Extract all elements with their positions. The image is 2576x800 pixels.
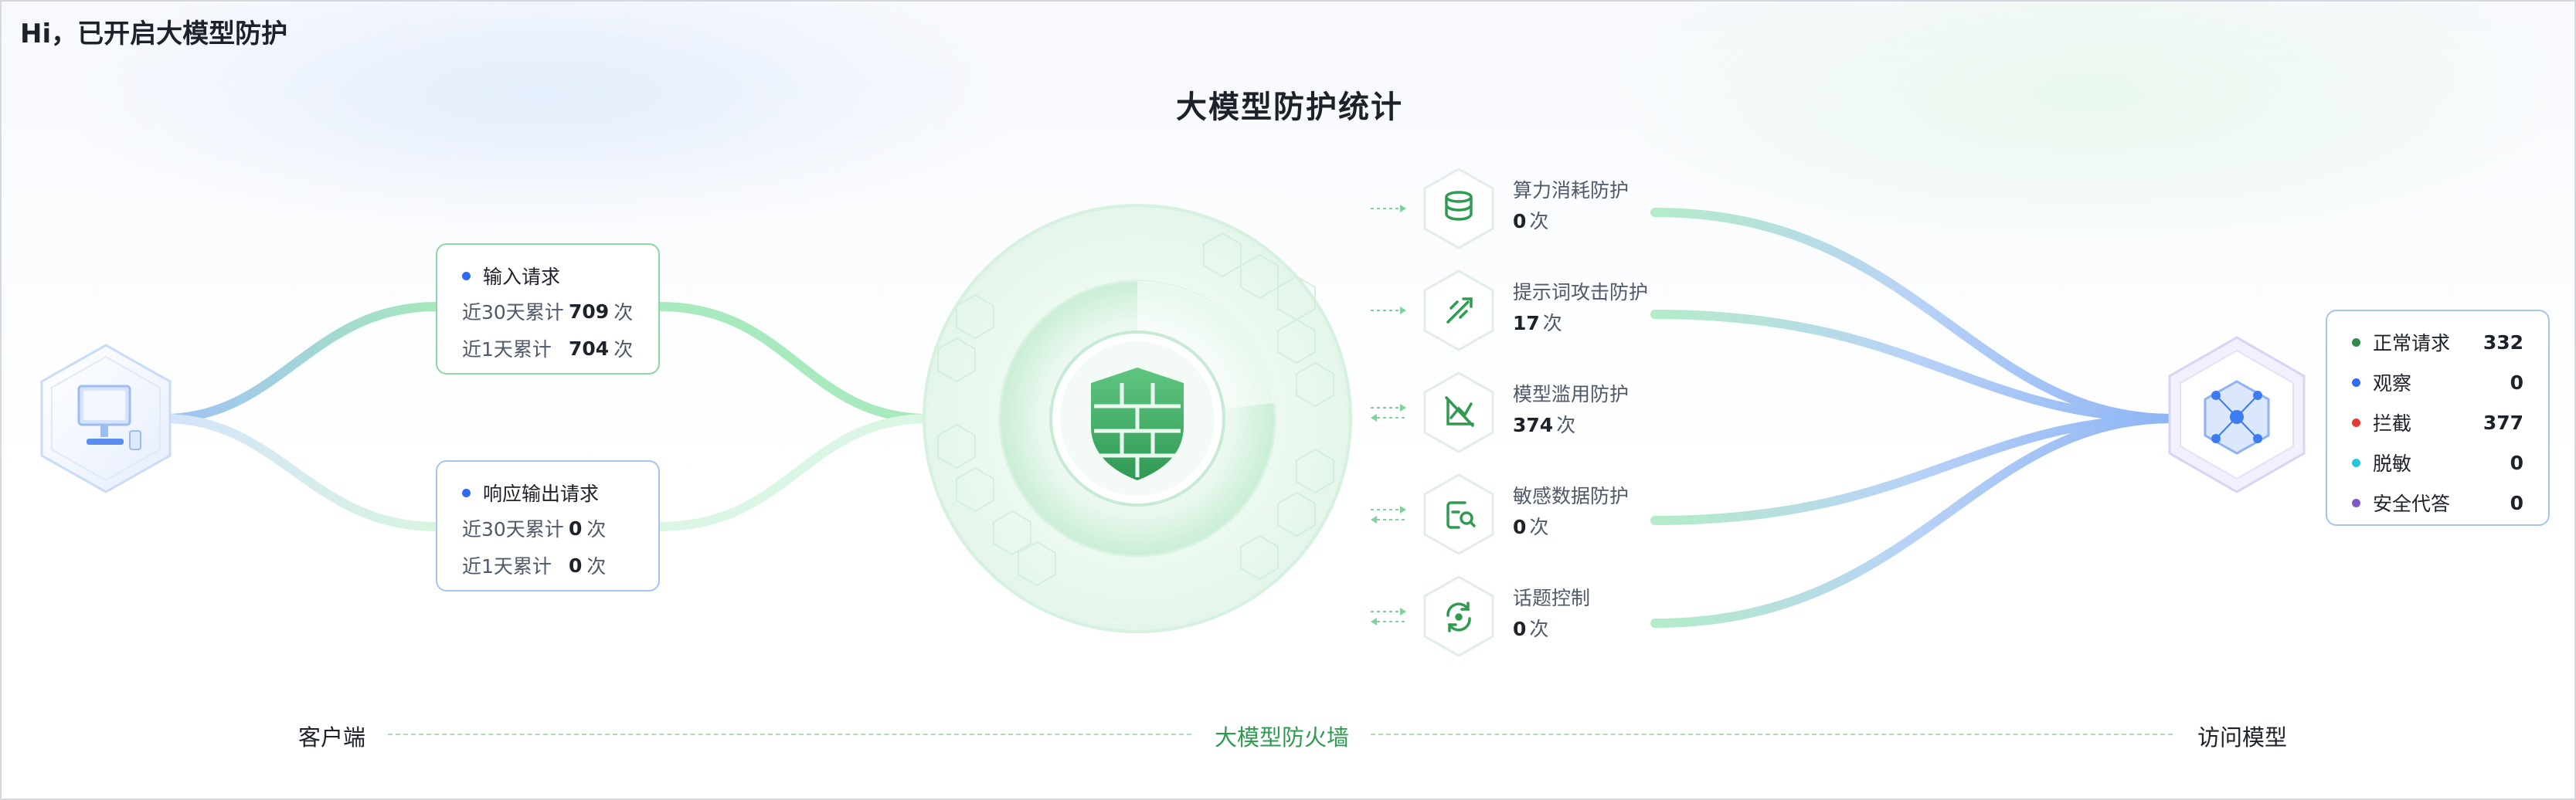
divider-line: [388, 734, 1191, 735]
protection-name: 提示词攻击防护: [1513, 281, 1649, 303]
protection-name: 敏感数据防护: [1513, 485, 1630, 507]
greeting-title: Hi，已开启大模型防护: [20, 19, 288, 49]
input-1d-row: 近1天累计 704 次: [462, 337, 634, 361]
client-label: 客户端: [298, 724, 366, 751]
protection-name: 算力消耗防护: [1513, 179, 1630, 202]
model-cube-icon: [2168, 336, 2306, 493]
model-label: 访问模型: [2197, 724, 2288, 751]
legend-dot: [2352, 498, 2360, 507]
database-icon: [1423, 168, 1494, 249]
legend-dot: [2352, 337, 2360, 347]
result-row-observe: 观察 0: [2352, 362, 2523, 402]
result-row-block: 拦截 377: [2352, 402, 2523, 442]
page-title: 大模型防护统计: [1176, 90, 1403, 125]
legend-dot: [2352, 418, 2360, 427]
arrow-bidirectional-icon: [1371, 506, 1406, 524]
protection-name: 模型滥用防护: [1513, 383, 1630, 405]
arrow-in-icon: [1371, 205, 1406, 212]
input-request-card: 输入请求 近30天累计 709 次 近1天累计 704 次: [436, 243, 660, 375]
protection-name: 话题控制: [1513, 587, 1591, 609]
input-30d-row: 近30天累计 709 次: [462, 300, 634, 324]
status-dot: [462, 271, 471, 280]
shield-firewall-icon: [1091, 368, 1184, 480]
arrow-bidirectional-icon: [1371, 404, 1406, 422]
result-row-safe-answer: 安全代答 0: [2352, 483, 2523, 523]
result-row-normal: 正常请求 332: [2352, 322, 2523, 362]
output-request-card: 响应输出请求 近30天累计 0 次 近1天累计 0 次: [436, 460, 660, 592]
data-search-icon: [1423, 473, 1494, 555]
arrow-in-icon: [1371, 307, 1406, 314]
divider-line: [1371, 734, 2173, 735]
refresh-cycle-icon: [1423, 575, 1494, 657]
wand-icon: [1423, 269, 1494, 351]
result-summary-card: 正常请求 332 观察 0 拦截 377 脱敏 0 安全代答 0: [2326, 310, 2550, 526]
no-chart-icon: [1423, 371, 1494, 453]
status-dot: [462, 488, 471, 497]
legend-dot: [2352, 458, 2360, 467]
output-1d-row: 近1天累计 0 次: [462, 554, 607, 578]
legend-dot: [2352, 378, 2360, 387]
input-card-title: 输入请求: [483, 266, 561, 288]
arrow-bidirectional-icon: [1371, 608, 1406, 625]
output-30d-row: 近30天累计 0 次: [462, 517, 607, 541]
output-card-title: 响应输出请求: [483, 483, 600, 505]
result-row-desensitize: 脱敏 0: [2352, 442, 2523, 483]
firewall-label: 大模型防火墙: [1215, 724, 1350, 751]
client-computer-icon: [40, 344, 172, 493]
